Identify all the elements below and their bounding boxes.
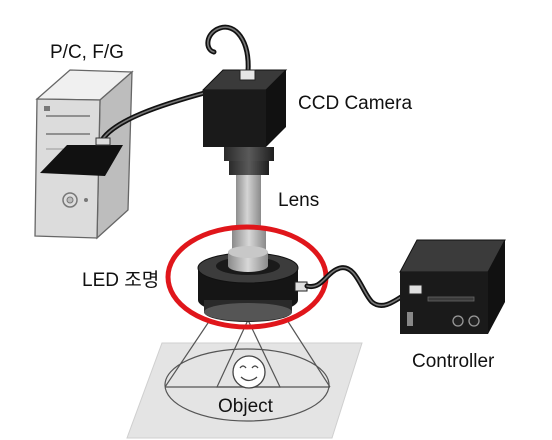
camera-label: CCD Camera	[298, 93, 413, 114]
camera-top-cable	[205, 24, 251, 75]
pc-camera-cable-core	[101, 91, 209, 141]
controller-switch	[407, 312, 413, 326]
controller-label: Controller	[412, 351, 495, 372]
lens-mount-lower	[229, 161, 269, 175]
lens-mount-upper	[224, 147, 274, 161]
lens-tube	[236, 175, 261, 227]
camera-connector	[239, 69, 256, 81]
pc-label: P/C, F/G	[50, 42, 124, 63]
frame-grabber-card	[40, 145, 123, 176]
floor-plane	[126, 342, 363, 439]
controller-slot	[427, 296, 475, 302]
light-cone-right	[286, 319, 331, 388]
led-label: LED 조명	[82, 270, 160, 291]
controller-box	[399, 239, 506, 334]
controller-knob-1	[452, 315, 464, 327]
controller-knob-2	[468, 315, 480, 327]
smiley-face-icon	[232, 355, 266, 389]
object-label: Object	[218, 396, 273, 417]
controller-connector	[408, 284, 423, 295]
led-ring-light	[197, 246, 308, 322]
lens-label: Lens	[278, 190, 320, 211]
ccd-camera	[201, 69, 288, 147]
light-cone-left	[164, 319, 211, 388]
